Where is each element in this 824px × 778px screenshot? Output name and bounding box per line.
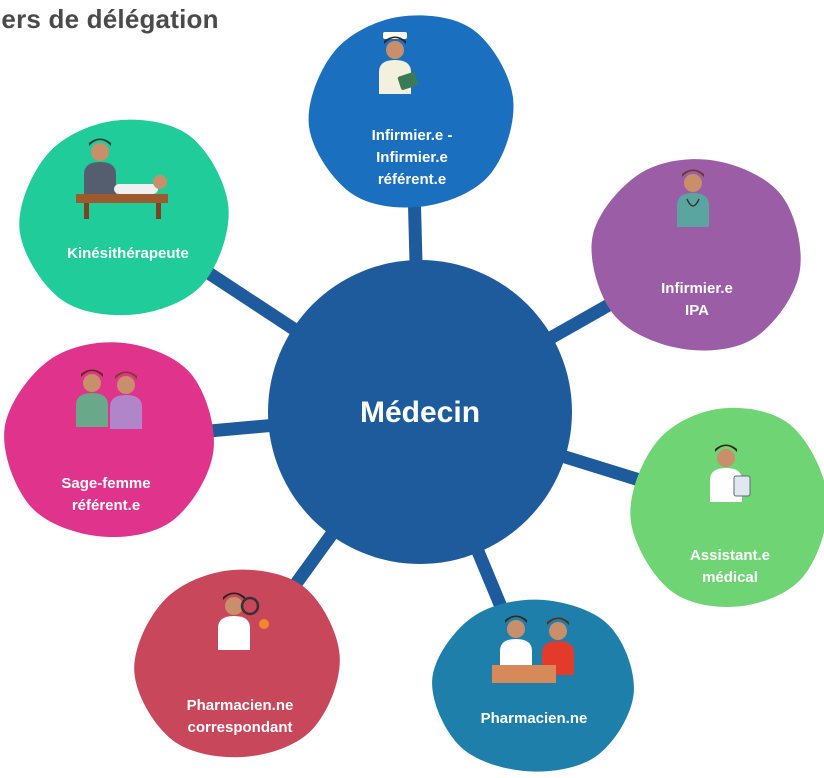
node-label-sage-femme: référent.e: [72, 497, 140, 514]
node-blob-kinesitherapeute: [19, 119, 229, 316]
node-label-infirmier-referent: Infirmier.e: [376, 149, 448, 166]
node-label-pharmacien-correspondant: correspondant: [187, 719, 292, 736]
node-label-assistant-medical: médical: [702, 569, 758, 586]
node-pharmacien: Pharmacien.ne: [432, 599, 634, 772]
node-sage-femme: Sage-femme référent.e: [4, 342, 214, 537]
node-label-infirmier-referent: référent.e: [378, 171, 446, 188]
node-label-pharmacien: Pharmacien.ne: [481, 710, 588, 727]
pharmacist-with-magnifier-illustration: [218, 592, 269, 650]
midwife-with-patient-illustration: [76, 369, 142, 429]
doctor-with-clipboard-illustration: [710, 444, 751, 502]
center-circle: [268, 260, 572, 564]
node-label-pharmacien-correspondant: Pharmacien.ne: [187, 697, 294, 714]
diagram-title: iers de délégation: [0, 4, 219, 34]
center-label: Médecin: [360, 396, 480, 429]
node-infirmier-referent: Infirmier.e - Infirmier.e référent.e: [308, 15, 514, 208]
node-assistant-medical: Assistant.e médical: [630, 407, 824, 607]
node-label-sage-femme: Sage-femme: [61, 475, 150, 492]
node-label-kinesitherapeute: Kinésithérapeute: [67, 245, 189, 262]
node-blob-pharmacien-correspondant: [134, 569, 340, 758]
center-node: Médecin: [268, 260, 572, 564]
physio-treatment-illustration: [76, 138, 168, 219]
node-label-infirmier-referent: Infirmier.e -: [372, 127, 453, 144]
node-blob-pharmacien: [432, 599, 634, 772]
nodes: Infirmier.e -Infirmier.eréférent.eInfirm…: [4, 15, 824, 772]
node-pharmacien-correspondant: Pharmacien.ne correspondant: [134, 569, 340, 758]
node-label-infirmier-ipa: Infirmier.e: [661, 280, 733, 297]
node-kinesitherapeute: Kinésithérapeute: [19, 119, 229, 316]
node-label-assistant-medical: Assistant.e: [690, 547, 770, 564]
node-blob-assistant-medical: [630, 407, 824, 607]
node-blob-infirmier-referent: [308, 15, 514, 208]
node-blob-infirmier-ipa: [591, 159, 801, 351]
pharmacy-counter-illustration: [492, 615, 574, 683]
nurse-in-scrubs-illustration: [677, 169, 709, 227]
node-label-infirmier-ipa: IPA: [685, 302, 709, 319]
node-blob-sage-femme: [4, 342, 214, 537]
nurse-with-clipboard-illustration: [379, 32, 419, 94]
